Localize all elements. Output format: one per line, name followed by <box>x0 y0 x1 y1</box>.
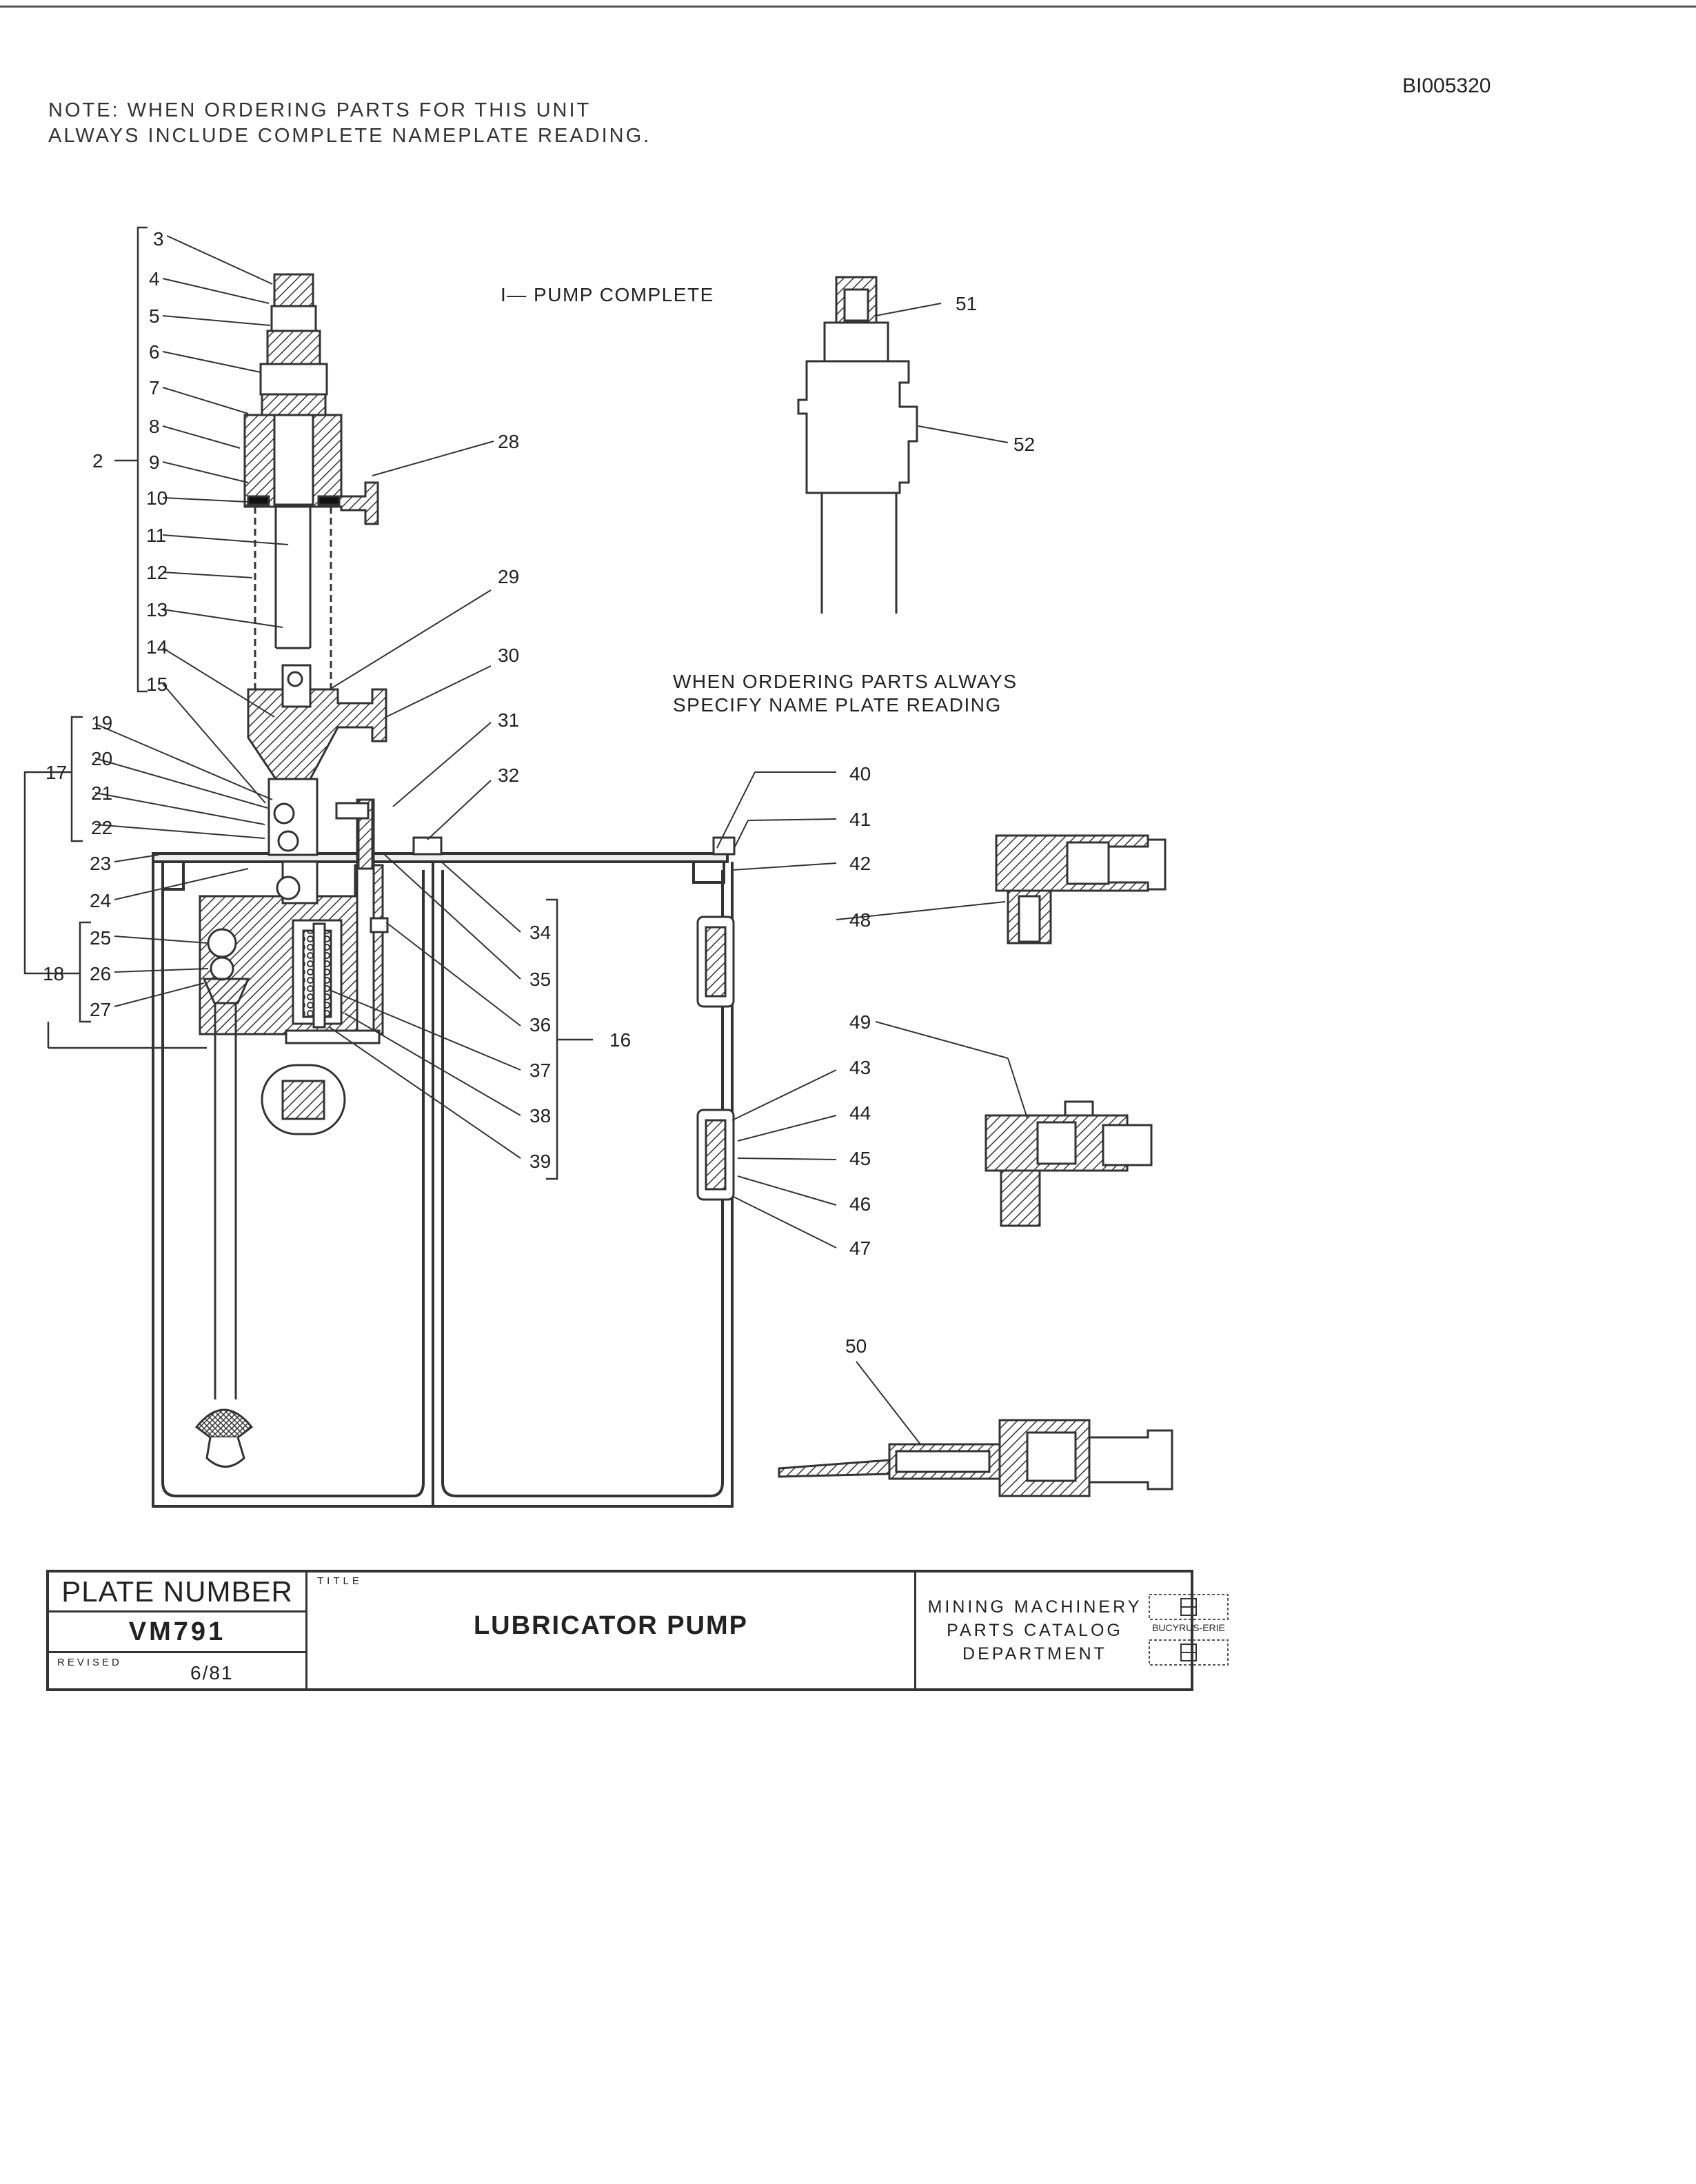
fitting-49 <box>985 1100 1153 1227</box>
title-label: TITLE <box>317 1575 363 1587</box>
callout-3: 3 <box>153 228 164 250</box>
ordering-note-diagram-line-1: WHEN ORDERING PARTS ALWAYS <box>673 671 1018 692</box>
callout-5: 5 <box>149 305 160 327</box>
callout-14: 14 <box>146 636 168 658</box>
callout-16: 16 <box>609 1029 631 1051</box>
title-block: PLATE NUMBER VM791 REVISED 6/81 TITLE LU… <box>46 1570 1229 1691</box>
callout-46: 46 <box>849 1193 871 1215</box>
callout-48: 48 <box>849 909 871 931</box>
callout-50: 50 <box>845 1335 867 1357</box>
callout-brackets <box>23 226 593 1180</box>
callout-44: 44 <box>849 1102 871 1124</box>
department-cell: MINING MACHINERY PARTS CATALOG DEPARTMEN… <box>918 1573 1229 1688</box>
callout-27: 27 <box>90 999 111 1020</box>
document-id: BI005320 <box>1402 74 1491 97</box>
callout-38: 38 <box>529 1105 551 1126</box>
fitting-48 <box>995 834 1167 944</box>
callout-8: 8 <box>149 416 160 437</box>
callout-12: 12 <box>146 562 168 583</box>
pump-complete-label: I— PUMP COMPLETE <box>501 284 714 305</box>
fitting-50 <box>778 1419 1173 1497</box>
callout-47: 47 <box>849 1237 871 1259</box>
callout-10: 10 <box>146 487 168 509</box>
callout-6: 6 <box>149 341 160 363</box>
callout-37: 37 <box>529 1060 551 1081</box>
callout-22: 22 <box>91 817 112 838</box>
plate-number: VM791 <box>49 1612 305 1653</box>
leader-lines <box>94 235 1028 1445</box>
sight-glass-upper <box>696 916 735 1008</box>
callout-17: 17 <box>46 762 67 783</box>
callout-32: 32 <box>498 765 519 786</box>
callout-20: 20 <box>91 748 112 769</box>
company-logo: BUCYRUS-ERIE <box>1145 1592 1229 1669</box>
callout-31: 31 <box>498 709 519 731</box>
callout-28: 28 <box>498 431 519 452</box>
callout-29: 29 <box>498 566 519 587</box>
drawing-title: LUBRICATOR PUMP <box>473 1611 749 1640</box>
callout-7: 7 <box>149 377 160 398</box>
note-line-1: NOTE: WHEN ORDERING PARTS FOR THIS UNIT <box>48 99 592 121</box>
callout-13: 13 <box>146 599 168 620</box>
callout-52: 52 <box>1013 434 1035 455</box>
callout-labels: 3 4 5 6 7 8 2 9 10 11 12 13 14 15 19 17 … <box>43 228 1035 1357</box>
callout-42: 42 <box>849 853 871 874</box>
callout-11: 11 <box>146 525 166 546</box>
callout-41: 41 <box>849 809 871 830</box>
callout-36: 36 <box>529 1014 551 1035</box>
callout-18: 18 <box>43 963 64 984</box>
callout-25: 25 <box>90 927 111 949</box>
callout-26: 26 <box>90 963 111 984</box>
ordering-note-diagram-line-2: SPECIFY NAME PLATE READING <box>673 694 1002 716</box>
pump-assembly <box>194 273 736 1468</box>
callout-45: 45 <box>849 1148 871 1169</box>
fitting-51-52 <box>797 276 918 614</box>
callout-43: 43 <box>849 1057 871 1078</box>
callout-15: 15 <box>146 674 168 695</box>
callout-39: 39 <box>529 1151 551 1172</box>
callout-35: 35 <box>529 969 551 990</box>
callout-34: 34 <box>529 922 551 943</box>
department-line-2: PARTS CATALOG <box>947 1621 1123 1640</box>
callout-30: 30 <box>498 645 519 666</box>
revised-date: 6/81 <box>190 1662 234 1684</box>
note-line-2: ALWAYS INCLUDE COMPLETE NAMEPLATE READIN… <box>48 125 652 147</box>
title-cell: TITLE LUBRICATOR PUMP <box>307 1573 916 1688</box>
callout-21: 21 <box>91 782 112 804</box>
logo-mark-icon <box>1149 1594 1229 1666</box>
callout-9: 9 <box>149 452 160 473</box>
callout-23: 23 <box>90 853 111 874</box>
callout-4: 4 <box>149 268 160 290</box>
sight-glass-lower <box>696 1109 735 1201</box>
callout-49: 49 <box>849 1011 871 1033</box>
plate-number-cell: PLATE NUMBER VM791 REVISED 6/81 <box>49 1573 307 1688</box>
callout-19: 19 <box>91 712 112 734</box>
callout-24: 24 <box>90 890 111 911</box>
ordering-note: NOTE: WHEN ORDERING PARTS FOR THIS UNIT … <box>48 98 651 149</box>
logo-text: BUCYRUS-ERIE <box>1152 1622 1225 1633</box>
callout-51: 51 <box>956 293 977 314</box>
department-line-3: DEPARTMENT <box>962 1644 1107 1664</box>
plate-number-label: PLATE NUMBER <box>49 1573 305 1612</box>
revised-label: REVISED <box>57 1657 122 1668</box>
top-rule <box>0 6 1696 8</box>
callout-2: 2 <box>92 450 103 472</box>
callout-40: 40 <box>849 763 871 785</box>
department-line-1: MINING MACHINERY <box>927 1597 1142 1617</box>
